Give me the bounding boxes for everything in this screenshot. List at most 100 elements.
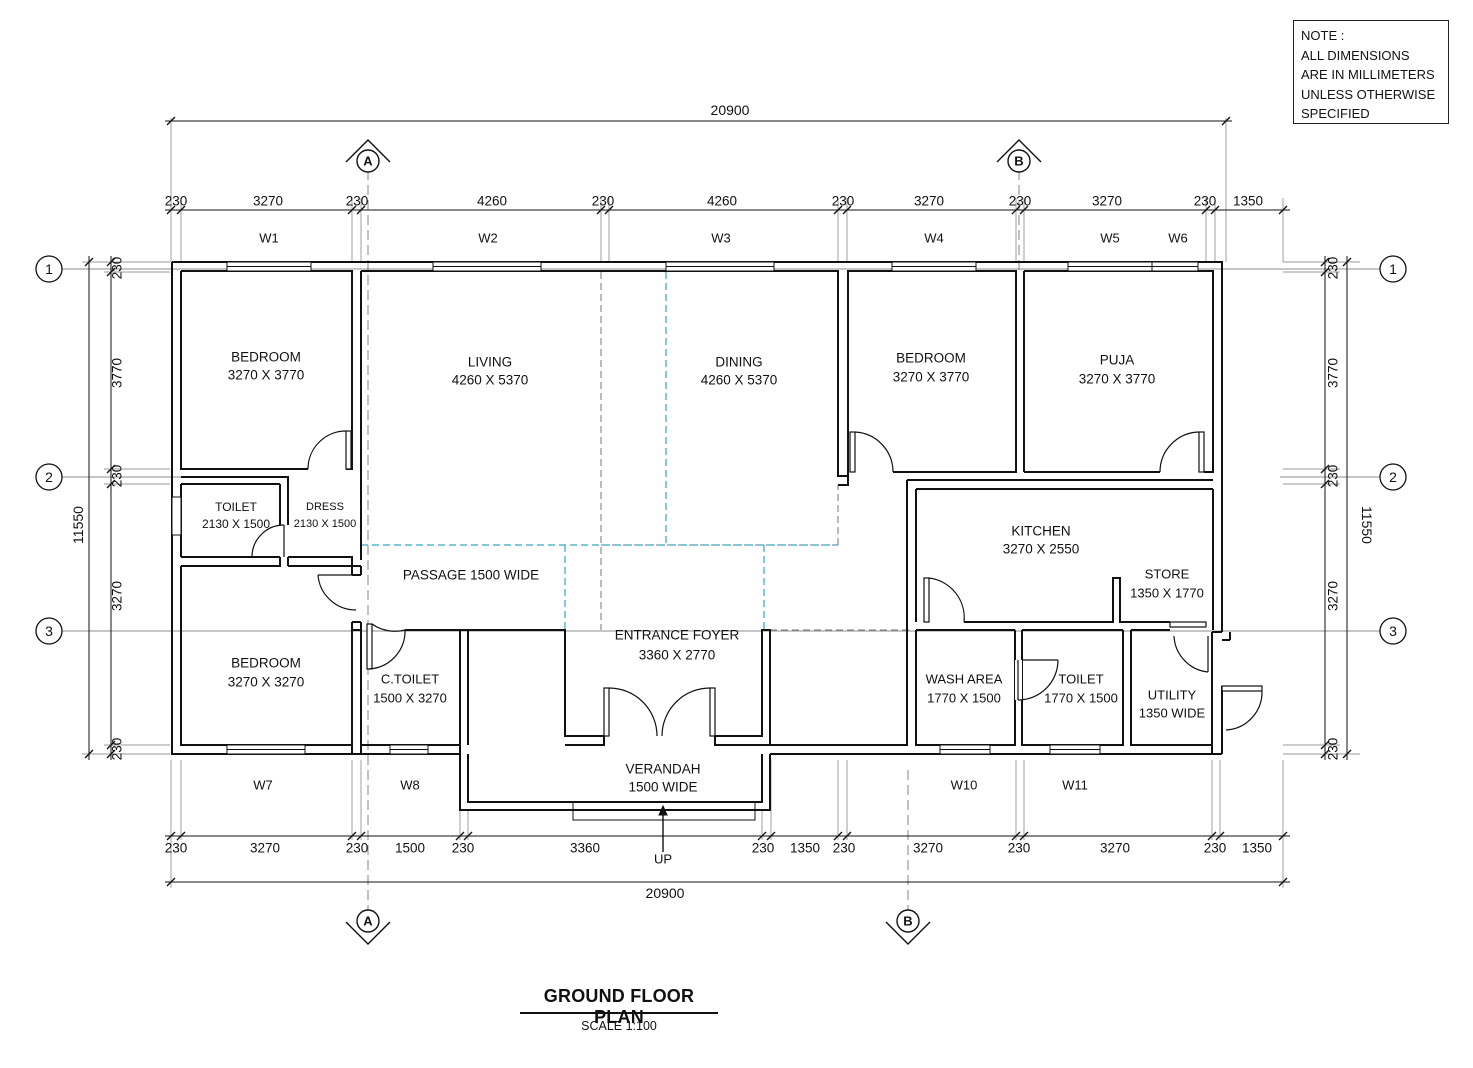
dim-top: 3270 (914, 194, 944, 209)
dim-right: 3770 (1326, 358, 1341, 388)
window-tag: W8 (400, 778, 420, 793)
grid-bubbles (35, 255, 1407, 645)
room-size: 1500 WIDE (628, 780, 697, 795)
grid-label: 1 (45, 261, 53, 277)
dim-top: 230 (346, 194, 369, 209)
dim-bottom: 3270 (913, 841, 943, 856)
room-size: 1350 WIDE (1139, 706, 1206, 721)
room-name: DINING (715, 355, 762, 370)
dimension-lines (88, 120, 1348, 883)
room-name: PUJA (1100, 353, 1135, 368)
dimension-ticks (84, 116, 1352, 887)
dim-left: 230 (110, 738, 125, 761)
room-size: 4260 X 5370 (452, 373, 529, 388)
room-name: DRESS (306, 501, 344, 513)
dim-left: 230 (110, 257, 125, 280)
room-size: 4260 X 5370 (701, 373, 778, 388)
room-name: ENTRANCE FOYER (615, 628, 740, 643)
window-tag: W7 (253, 778, 273, 793)
dim-left: 230 (110, 465, 125, 488)
title-underline (520, 1012, 718, 1014)
walls (171, 261, 1231, 811)
dim-bottom: 230 (752, 841, 775, 856)
dim-bottom: 3360 (570, 841, 600, 856)
grid-label: 3 (45, 623, 53, 639)
dim-bottom: 1500 (395, 841, 425, 856)
room-name: BEDROOM (231, 656, 301, 671)
grid-lines (62, 170, 1380, 910)
dim-top: 230 (1194, 194, 1217, 209)
note-line: UNLESS OTHERWISE (1301, 86, 1436, 102)
dim-bottom: 230 (346, 841, 369, 856)
room-name: STORE (1145, 567, 1190, 582)
room-name: PASSAGE 1500 WIDE (403, 568, 539, 583)
dim-right: 3270 (1326, 581, 1341, 611)
overall-dim-left: 11550 (70, 506, 86, 544)
room-size: 2130 X 1500 (294, 518, 356, 530)
window-tag: W10 (951, 778, 978, 793)
dim-bottom: 3270 (1100, 841, 1130, 856)
room-name: TOILET (1058, 672, 1103, 687)
room-size: 1500 X 3270 (373, 691, 447, 706)
room-name: KITCHEN (1011, 524, 1070, 539)
section-label: A (363, 914, 373, 929)
room-size: 3270 X 2550 (1003, 542, 1080, 557)
dim-left: 3770 (110, 358, 125, 388)
dim-top: 3270 (1092, 194, 1122, 209)
room-name: LIVING (468, 355, 512, 370)
steps (572, 801, 756, 852)
note-line: ARE IN MILLIMETERS (1301, 67, 1435, 82)
dim-top: 230 (832, 194, 855, 209)
grid-label: 1 (1389, 261, 1397, 277)
section-label: B (903, 914, 912, 929)
room-size: 3270 X 3770 (1079, 372, 1156, 387)
grid-label: 3 (1389, 623, 1397, 639)
grid-label: 2 (1389, 469, 1397, 485)
note-line: NOTE : (1301, 28, 1345, 43)
room-name: C.TOILET (381, 672, 439, 687)
dim-bottom: 230 (1008, 841, 1031, 856)
window-tag: W3 (711, 231, 731, 246)
dim-top: 230 (592, 194, 615, 209)
dim-top: 230 (165, 194, 188, 209)
section-markers (345, 139, 1042, 945)
dashed-blue-outlines (361, 272, 838, 630)
dim-right: 230 (1326, 465, 1341, 488)
dim-bottom: 230 (833, 841, 856, 856)
drawing-scale: SCALE 1:100 (581, 1019, 657, 1033)
room-size: 1350 X 1770 (1130, 586, 1204, 601)
dim-top: 4260 (477, 194, 507, 209)
overall-dim-right: 11550 (1359, 506, 1375, 544)
dim-bottom: 1350 (790, 841, 820, 856)
dim-left: 3270 (110, 581, 125, 611)
window-tag: W11 (1062, 778, 1088, 793)
dim-top: 4260 (707, 194, 737, 209)
room-size: 3270 X 3770 (228, 368, 305, 383)
window-tag: W2 (478, 231, 498, 246)
dim-bottom: 230 (165, 841, 188, 856)
room-name: VERANDAH (625, 762, 700, 777)
extension-lines (82, 118, 1360, 888)
dim-top: 1350 (1233, 194, 1263, 209)
window-tag: W1 (259, 231, 279, 246)
window-tag: W4 (924, 231, 944, 246)
dim-bottom: 3270 (250, 841, 280, 856)
room-size: 3270 X 3270 (228, 675, 305, 690)
doors (251, 430, 1263, 754)
note-box: NOTE : ALL DIMENSIONS ARE IN MILLIMETERS… (1293, 20, 1449, 124)
room-name: BEDROOM (896, 351, 966, 366)
note-line: SPECIFIED (1301, 106, 1370, 121)
room-name: UTILITY (1148, 688, 1197, 703)
dim-bottom: 230 (452, 841, 475, 856)
dim-bottom: 1350 (1242, 841, 1272, 856)
room-size: 1770 X 1500 (1044, 691, 1118, 706)
dim-right: 230 (1326, 257, 1341, 280)
note-line: ALL DIMENSIONS (1301, 47, 1410, 63)
dim-bottom: 230 (1204, 841, 1227, 856)
window-tag: W5 (1100, 231, 1120, 246)
dim-right: 230 (1326, 738, 1341, 761)
section-label: B (1014, 154, 1023, 169)
room-name: WASH AREA (926, 672, 1003, 687)
overall-dim-bottom: 20900 (646, 885, 685, 901)
